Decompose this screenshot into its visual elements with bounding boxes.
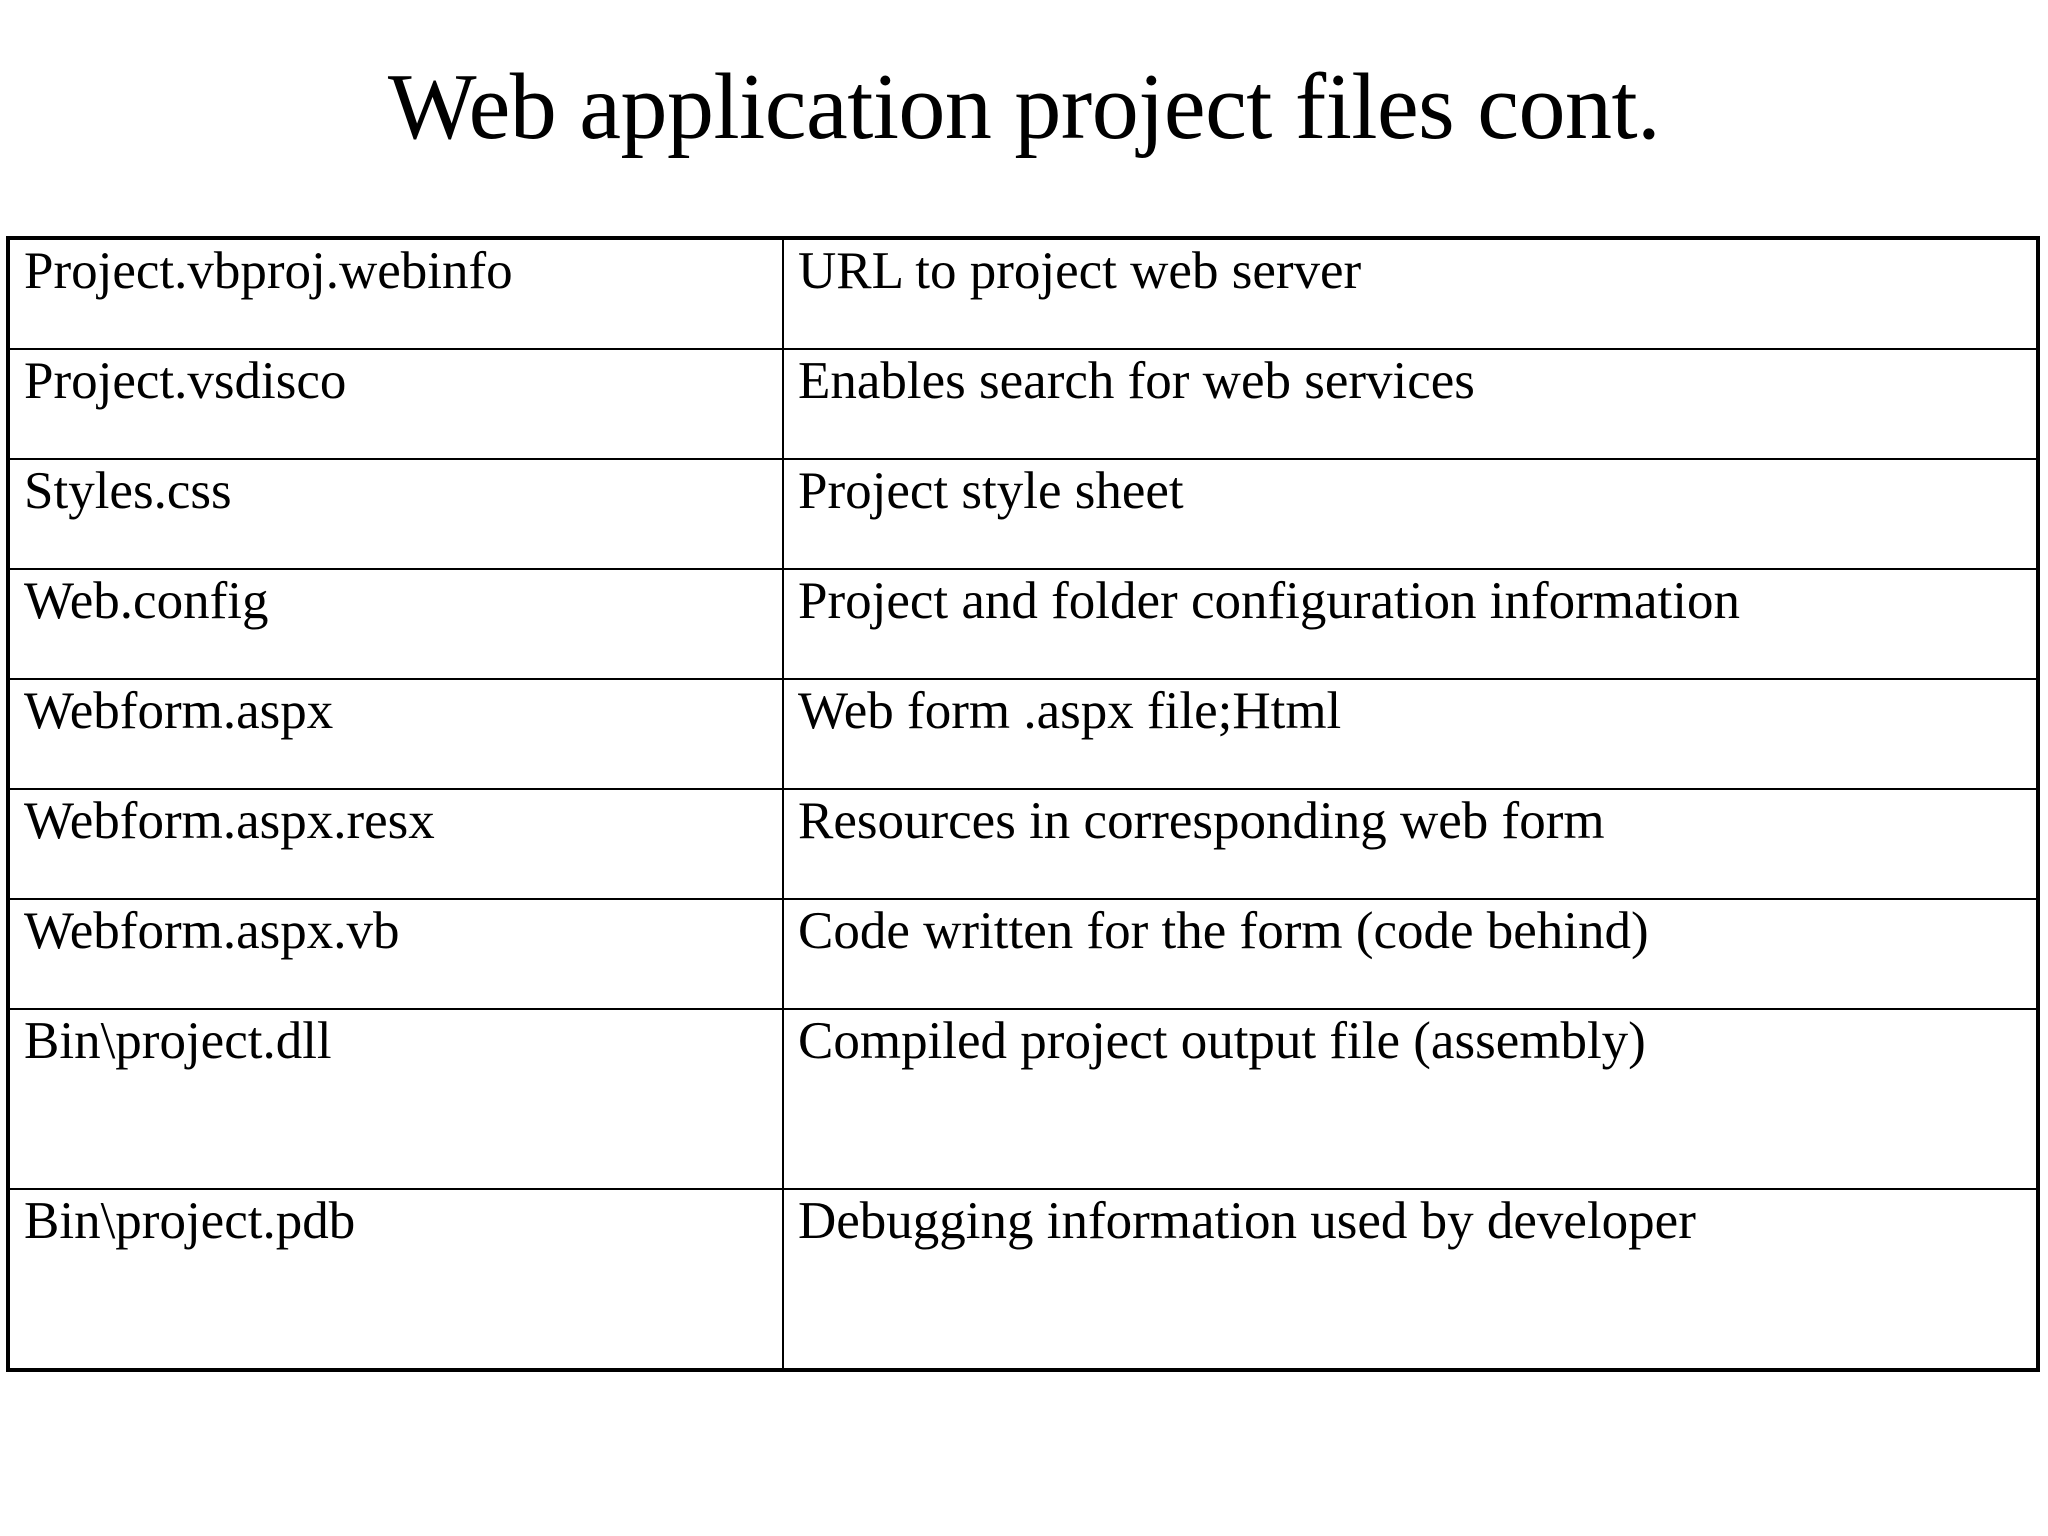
file-description-cell: Code written for the form (code behind) [782,898,2039,1010]
slide-title: Web application project files cont. [387,55,1661,159]
file-name-cell: Styles.css [7,458,784,570]
file-description-cell: Debugging information used by developer [782,1188,2039,1371]
file-description-cell: Project style sheet [782,458,2039,570]
file-description-cell: URL to project web server [782,237,2039,350]
file-description-cell: Web form .aspx file;Html [782,678,2039,790]
file-description-cell: Project and folder configuration informa… [782,568,2039,680]
file-name-cell: Bin\project.dll [7,1008,784,1190]
file-name-cell: Webform.aspx [7,678,784,790]
file-name-cell: Project.vsdisco [7,348,784,460]
file-description-cell: Enables search for web services [782,348,2039,460]
file-description-cell: Compiled project output file (assembly) [782,1008,2039,1190]
file-name-cell: Project.vbproj.webinfo [7,237,784,350]
file-description-cell: Resources in corresponding web form [782,788,2039,900]
file-name-cell: Webform.aspx.vb [7,898,784,1010]
file-name-cell: Web.config [7,568,784,680]
file-name-cell: Webform.aspx.resx [7,788,784,900]
file-name-cell: Bin\project.pdb [7,1188,784,1371]
